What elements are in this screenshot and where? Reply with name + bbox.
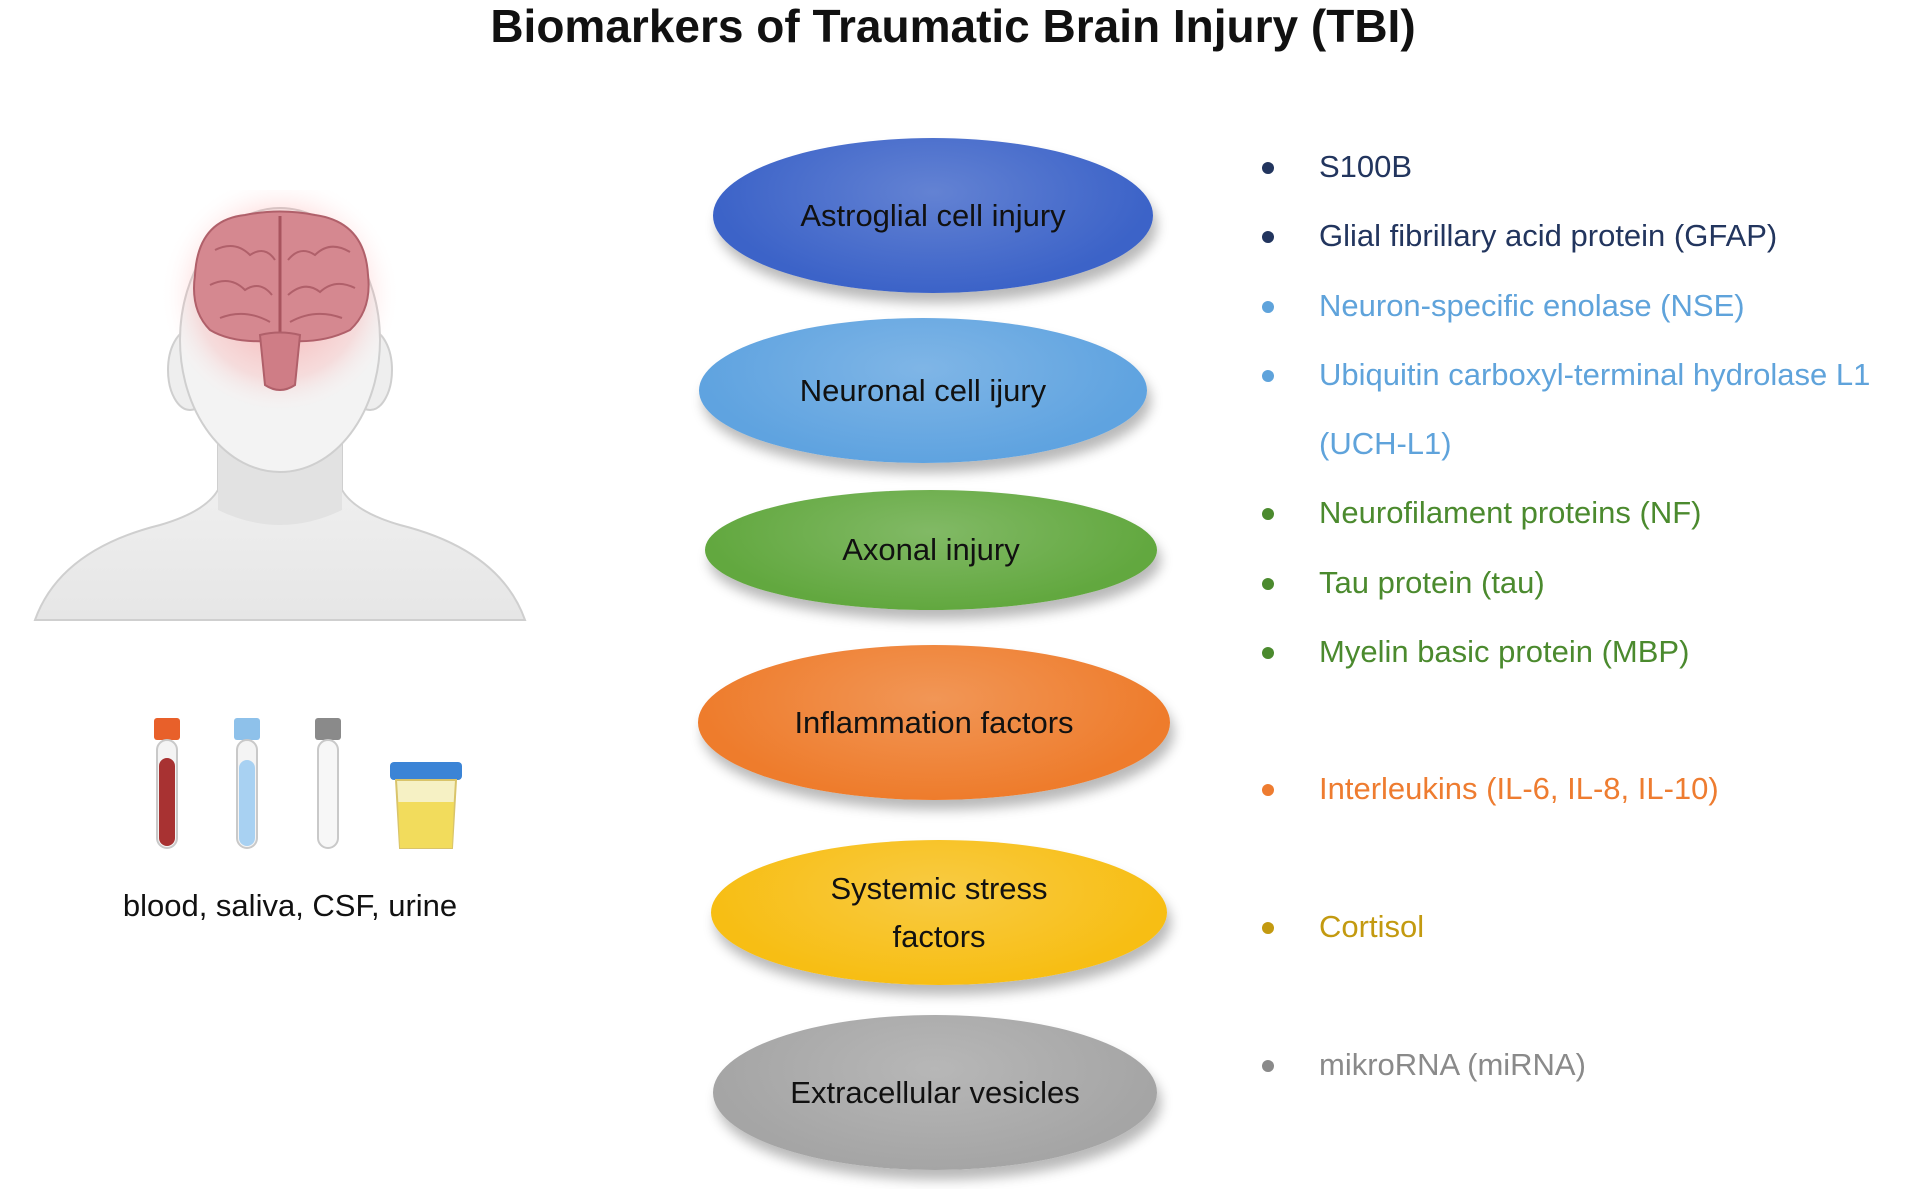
category-systemic-stress: Systemic stress factors: [711, 840, 1167, 985]
bullet-icon: [1262, 370, 1274, 382]
category-neuronal: Neuronal cell ijury: [699, 318, 1147, 463]
marker-text: Myelin basic protein (MBP): [1319, 634, 1690, 669]
bullet-icon: [1262, 162, 1274, 174]
category-label: Systemic stress factors: [830, 870, 1048, 954]
category-label: Astroglial cell injury: [800, 197, 1066, 233]
head-illustration: [33, 190, 527, 621]
bullet-icon: [1262, 578, 1274, 590]
category-axonal: Axonal injury: [705, 490, 1157, 610]
bullet-icon: [1262, 1060, 1274, 1072]
bullet-icon: [1262, 508, 1274, 520]
marker-text: Glial fibrillary acid protein (GFAP): [1319, 218, 1778, 253]
blood-tube-icon: [154, 718, 180, 849]
csf-tube-icon: [315, 718, 341, 849]
sample-tubes: [154, 718, 462, 849]
marker-text: Cortisol: [1319, 909, 1425, 944]
urine-cup-icon: [390, 762, 462, 849]
marker-text: Ubiquitin carboxyl-terminal hydrolase L1: [1319, 357, 1871, 392]
bullet-icon: [1262, 231, 1274, 243]
category-label: Axonal injury: [842, 532, 1020, 567]
category-label: Extracellular vesicles: [790, 1074, 1080, 1110]
marker-text: Interleukins (IL-6, IL-8, IL-10): [1319, 771, 1719, 806]
marker-text: Neurofilament proteins (NF): [1319, 495, 1702, 530]
sample-types-label: blood, saliva, CSF, urine: [122, 888, 458, 923]
bullet-icon: [1262, 784, 1274, 796]
page-title: Biomarkers of Traumatic Brain Injury (TB…: [490, 0, 1416, 52]
category-label: Neuronal cell ijury: [799, 372, 1047, 408]
bullet-icon: [1262, 647, 1274, 659]
marker-text: S100B: [1319, 149, 1413, 184]
saliva-tube-icon: [234, 718, 260, 849]
category-astroglial: Astroglial cell injury: [713, 138, 1153, 293]
category-label: Inflammation factors: [794, 704, 1074, 740]
marker-text: Tau protein (tau): [1319, 565, 1545, 600]
marker-text: mikroRNA (miRNA): [1319, 1047, 1586, 1082]
bullet-icon: [1262, 922, 1274, 934]
category-inflammation: Inflammation factors: [698, 645, 1170, 800]
brain-icon: [193, 210, 370, 391]
bullet-icon: [1262, 301, 1274, 313]
category-extracellular: Extracellular vesicles: [713, 1015, 1157, 1170]
marker-text: (UCH-L1): [1319, 426, 1452, 461]
marker-text: Neuron-specific enolase (NSE): [1319, 288, 1745, 323]
